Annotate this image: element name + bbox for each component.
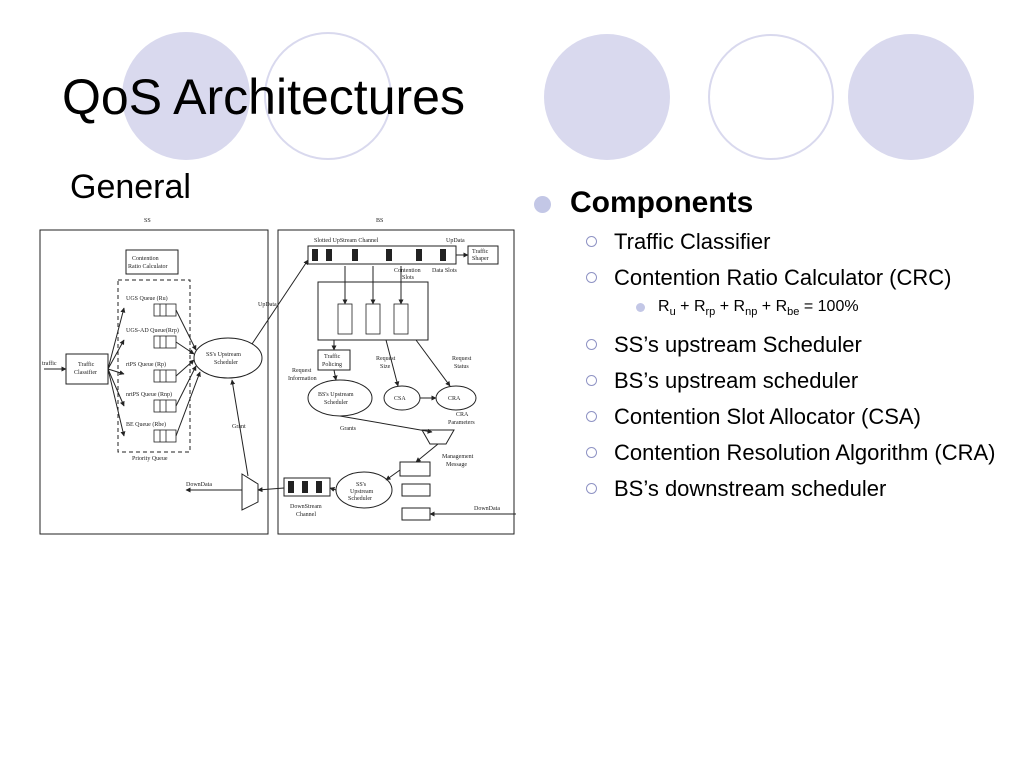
bullet-icon — [636, 303, 645, 312]
component-item: Contention Slot Allocator (CSA) — [534, 401, 1004, 432]
traffic-classifier-label: Traffic — [78, 361, 95, 368]
decor-circle — [848, 34, 974, 160]
traffic-in-label: traffic — [42, 360, 57, 367]
contention-slots-label: Contention — [394, 268, 421, 274]
rtps-queue-label: rtPS Queue (Rp) — [126, 361, 166, 368]
updata-label: UpData — [258, 302, 277, 308]
slotted-channel-label: Slotted UpStream Channel — [314, 238, 379, 244]
be-queue-label: BE Queue (Rbe) — [126, 421, 166, 428]
updata-label: UpData — [446, 238, 465, 244]
priority-queue-label: Priority Queue — [132, 456, 168, 462]
grants-label: Grants — [340, 426, 357, 432]
bs-upstream-scheduler — [307, 379, 373, 417]
mux-icon — [421, 429, 455, 445]
downstream-channel-label: Channel — [296, 512, 316, 518]
downdata-label: DownData — [186, 482, 212, 488]
ss-scheduler-label: SS's Upstream — [206, 352, 241, 358]
ss-downstream-label: Scheduler — [348, 496, 372, 502]
cra-params-label: Parameters — [448, 420, 475, 426]
dn-queue-1 — [401, 483, 431, 497]
ring-bullet-icon — [586, 339, 597, 351]
traffic-policing-label: Traffic — [324, 353, 341, 360]
bs-frame — [277, 229, 515, 535]
components-list: Components Traffic Classifier Contention… — [534, 186, 1004, 509]
crc-label: Contention — [132, 256, 159, 262]
traffic-classifier-box — [65, 353, 109, 385]
ring-bullet-icon — [586, 447, 597, 459]
bs-scheduler-label: Scheduler — [324, 400, 348, 406]
traffic-shaper-label: Shaper — [472, 256, 489, 262]
request-info-label: Information — [288, 375, 317, 382]
ring-bullet-icon — [586, 411, 597, 423]
decor-ring — [708, 34, 834, 160]
ss-label: SS — [144, 218, 151, 224]
mgmt-message-label: Management — [442, 454, 474, 460]
decor-circle — [544, 34, 670, 160]
ring-bullet-icon — [586, 272, 597, 283]
component-item: Contention Resolution Algorithm (CRA) — [534, 437, 1004, 468]
crc-label: Ratio Calculator — [128, 264, 168, 270]
grant-label: Grant — [232, 424, 246, 430]
mgmt-queue — [399, 461, 431, 477]
bs-label: BS — [376, 218, 383, 224]
ratio-formula: Ru + Rrp + Rnp + Rbe = 100% — [534, 296, 1004, 323]
ring-bullet-icon — [586, 375, 597, 387]
downdata-label: DownData — [474, 506, 500, 512]
qos-architecture-diagram: SS BS Contention Ratio Calculator UGS Qu… — [39, 218, 516, 535]
bullet-icon — [534, 196, 551, 213]
ring-bullet-icon — [586, 236, 597, 247]
slide-subtitle: General — [70, 168, 191, 206]
component-item: BS’s upstream scheduler — [534, 365, 1004, 396]
traffic-policing-label: Policing — [322, 362, 342, 368]
request-status-label: Status — [454, 364, 469, 370]
request-size-label: Request — [376, 356, 396, 362]
demux-icon — [241, 473, 259, 511]
component-item: SS’s upstream Scheduler — [534, 329, 1004, 360]
components-heading: Components — [534, 186, 1004, 220]
cra-label: CRA — [448, 396, 461, 402]
component-item: Traffic Classifier — [534, 226, 1004, 257]
component-item: BS’s downstream scheduler — [534, 473, 1004, 504]
csa-label: CSA — [394, 396, 406, 402]
ss-frame — [39, 229, 269, 535]
ss-downstream-label: SS's — [356, 482, 367, 488]
ss-scheduler-label: Scheduler — [214, 360, 238, 366]
cra-params-label: CRA — [456, 412, 469, 418]
nrtps-queue-label: nrtPS Queue (Rnp) — [126, 391, 172, 398]
traffic-classifier-label: Classifier — [74, 369, 97, 376]
priority-queue-box — [117, 279, 191, 453]
dn-queue-2 — [401, 507, 431, 521]
downstream-channel-box — [283, 477, 331, 497]
ugs-queue-label: UGS Queue (Ru) — [126, 295, 168, 302]
traffic-shaper-label: Traffic — [472, 248, 489, 255]
slide-title: QoS Architectures — [62, 69, 465, 125]
decor-ring — [264, 32, 392, 160]
downstream-channel-label: DownStream — [290, 504, 322, 510]
decor-circle — [122, 32, 250, 160]
ugs-ad-queue-label: UGS-AD Queue(Rrp) — [126, 327, 179, 334]
contention-slots-label: Slots — [402, 275, 415, 281]
ring-bullet-icon — [586, 483, 597, 495]
request-size-label: Size — [380, 364, 391, 370]
bs-scheduler-label: BS's Upstream — [318, 392, 354, 398]
mgmt-message-label: Message — [446, 462, 467, 468]
ss-downstream-label: Upstream — [350, 489, 374, 495]
contention-ratio-box — [125, 249, 179, 275]
component-item: Contention Ratio Calculator (CRC) — [534, 262, 1004, 293]
data-slots-label: Data Slots — [432, 268, 457, 274]
request-info-label: Request — [292, 368, 312, 374]
request-status-label: Request — [452, 356, 472, 362]
ss-upstream-scheduler — [193, 337, 263, 379]
